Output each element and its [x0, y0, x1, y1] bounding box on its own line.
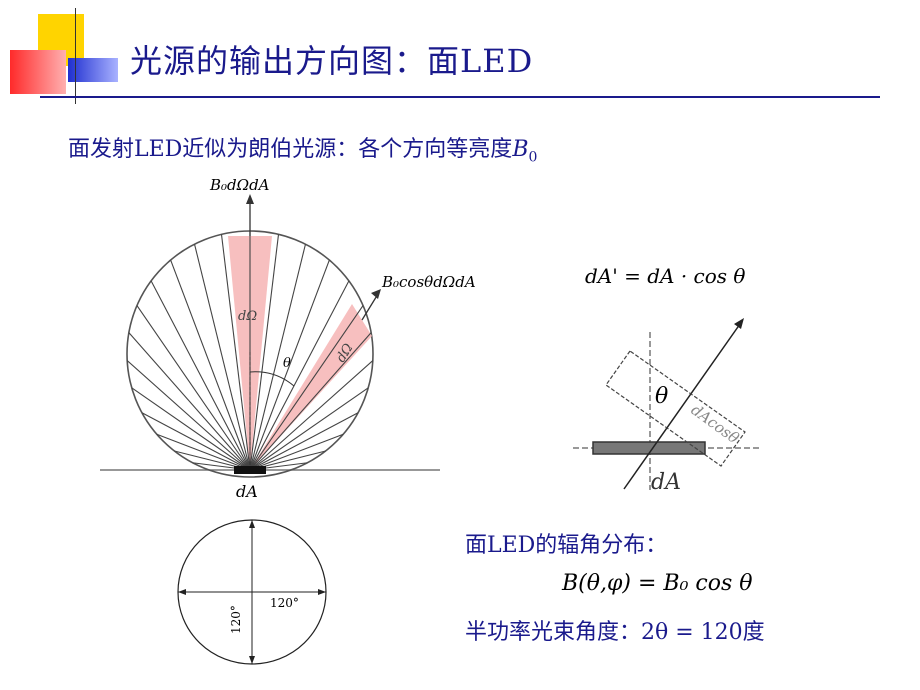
ray-line: [249, 305, 364, 471]
beam-vertical-label: 120°: [229, 605, 243, 634]
theta-label: θ: [283, 356, 291, 371]
beam-angle-text: 半功率光束角度：2θ = 120度: [465, 620, 765, 645]
area-label: dA: [236, 482, 258, 501]
dOmega-label-1: dΩ: [238, 309, 257, 324]
beam-arrow-top: [249, 520, 255, 528]
ray-line: [249, 280, 350, 471]
top-label: B₀dΩdA: [209, 176, 270, 194]
oblique-arrow: [361, 293, 379, 321]
emission-arrowhead: [734, 318, 744, 329]
ray-line: [128, 332, 251, 471]
beam-arrow-right: [318, 589, 326, 595]
theta-arc: [249, 371, 295, 387]
ray-line: [170, 259, 251, 471]
ray-line: [194, 244, 251, 471]
ray-line: [249, 234, 280, 471]
subtitle-text: 面发射LED近似为朗伯光源：各个方向等亮度: [68, 137, 513, 162]
blue-square: [68, 58, 118, 82]
distribution-heading: 面LED的辐角分布：: [465, 533, 668, 558]
oblique-wedge: [250, 304, 372, 470]
ray-line: [156, 433, 251, 471]
ray-line: [131, 387, 251, 471]
ray-line: [249, 244, 306, 471]
ray-line: [249, 412, 359, 471]
projected-area-box: [605, 350, 746, 467]
emission-arrow: [623, 323, 741, 490]
ray-line: [136, 305, 251, 471]
ray-line: [220, 234, 251, 471]
ray-line: [249, 259, 330, 471]
corner-decoration: [0, 0, 130, 110]
oblique-arrowhead: [371, 289, 381, 299]
projection-area-label: dA: [651, 470, 681, 495]
ray-line: [249, 360, 374, 471]
page-title: 光源的输出方向图：面LED: [130, 42, 534, 80]
subtitle-symbol: B: [512, 137, 529, 162]
ray-line: [150, 280, 251, 471]
ray-line: [126, 360, 251, 471]
subtitle: 面发射LED近似为朗伯光源：各个方向等亮度B0: [68, 131, 537, 165]
beam-arrow-bottom: [249, 656, 255, 664]
projection-theta-label: θ: [655, 384, 668, 409]
top-arrowhead: [246, 194, 254, 204]
ray-lines: [126, 231, 374, 471]
source-block: [234, 466, 266, 474]
ray-line: [249, 433, 344, 471]
ray-line: [249, 387, 369, 471]
distribution-formula: B(θ,φ) = B₀ cos θ: [561, 571, 752, 596]
vertical-line: [75, 8, 76, 104]
beam-horizontal-label: 120°: [270, 596, 299, 610]
title-divider: [40, 96, 880, 98]
subtitle-subscript: 0: [528, 149, 538, 166]
red-square: [10, 50, 66, 94]
beam-arrow-left: [178, 589, 186, 595]
projection-equation: dA' = dA · cos θ: [585, 264, 745, 288]
oblique-label: B₀cosθdΩdA: [381, 273, 476, 291]
ray-line: [249, 332, 372, 471]
ray-line: [141, 412, 251, 471]
